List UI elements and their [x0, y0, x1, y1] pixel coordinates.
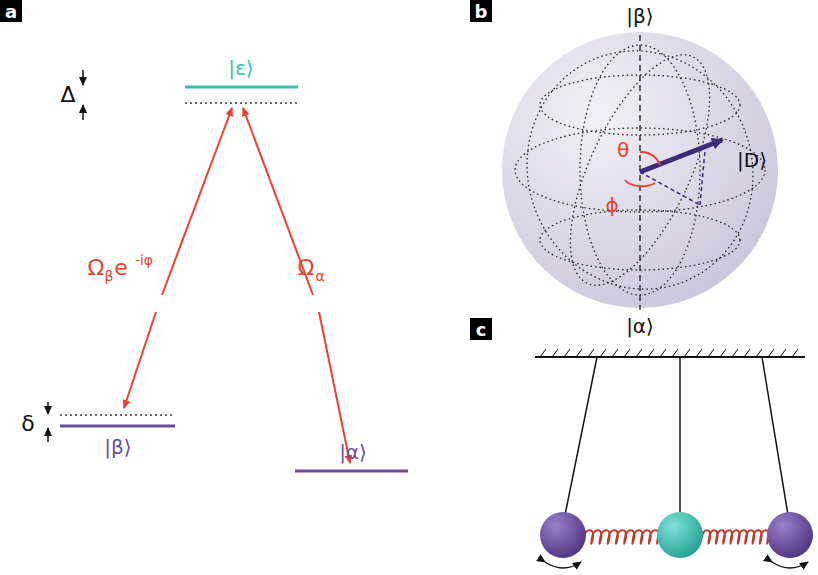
state-vector: [640, 140, 722, 172]
angle-label: θ: [617, 140, 629, 160]
ceiling: [535, 356, 805, 358]
angle-arc: [625, 180, 655, 186]
virtual-level: [60, 414, 175, 416]
level-line: [60, 425, 175, 428]
detuning-arrow: [82, 105, 84, 120]
subscript: α: [315, 269, 324, 283]
virtual-level: [185, 102, 298, 104]
panel-letter: b: [475, 1, 488, 22]
state-label: |D⟩: [737, 150, 767, 170]
sphere-grid: [494, 19, 787, 321]
state-label: |β⟩: [626, 6, 653, 26]
swing-arrow: [545, 562, 581, 568]
pendulum-bob: [657, 512, 703, 558]
pendulum-bob: [540, 512, 586, 558]
angle-label: ϕ: [605, 195, 618, 215]
laser-arrow: [124, 312, 156, 408]
level-line: [295, 470, 408, 473]
rabi-label: Ω: [88, 257, 105, 279]
pendulum-bob: [767, 512, 813, 558]
rabi-label: Ω: [298, 257, 315, 279]
state-label: |α⟩: [339, 442, 367, 462]
laser-arrow: [319, 312, 350, 463]
subscript: β: [105, 269, 114, 283]
detuning-label: Δ: [60, 84, 75, 106]
angle-arc: [640, 152, 660, 165]
detuning-label: δ: [21, 413, 34, 435]
panel-letter: a: [5, 1, 17, 22]
string: [565, 357, 597, 515]
panel-letter: c: [476, 319, 487, 340]
projection: [640, 172, 700, 205]
string: [762, 357, 788, 515]
projection: [700, 150, 705, 205]
detuning-arrow: [82, 70, 84, 85]
state-label: |ε⟩: [228, 58, 253, 78]
string: [679, 357, 681, 512]
laser-arrow: [162, 108, 232, 295]
detuning-arrow: [47, 428, 49, 442]
panel-label: a: [0, 0, 22, 22]
panel-label: b: [470, 0, 492, 22]
panel-label: c: [470, 318, 492, 340]
state-label: |β⟩: [104, 437, 131, 457]
swing-arrow: [772, 562, 808, 568]
superscript: -iφ: [135, 253, 153, 267]
state-label: |α⟩: [626, 316, 654, 336]
detuning-arrow: [47, 402, 49, 414]
ceiling-hatch: [540, 349, 798, 357]
rabi-label: e: [114, 257, 128, 279]
level-line: [185, 86, 298, 89]
